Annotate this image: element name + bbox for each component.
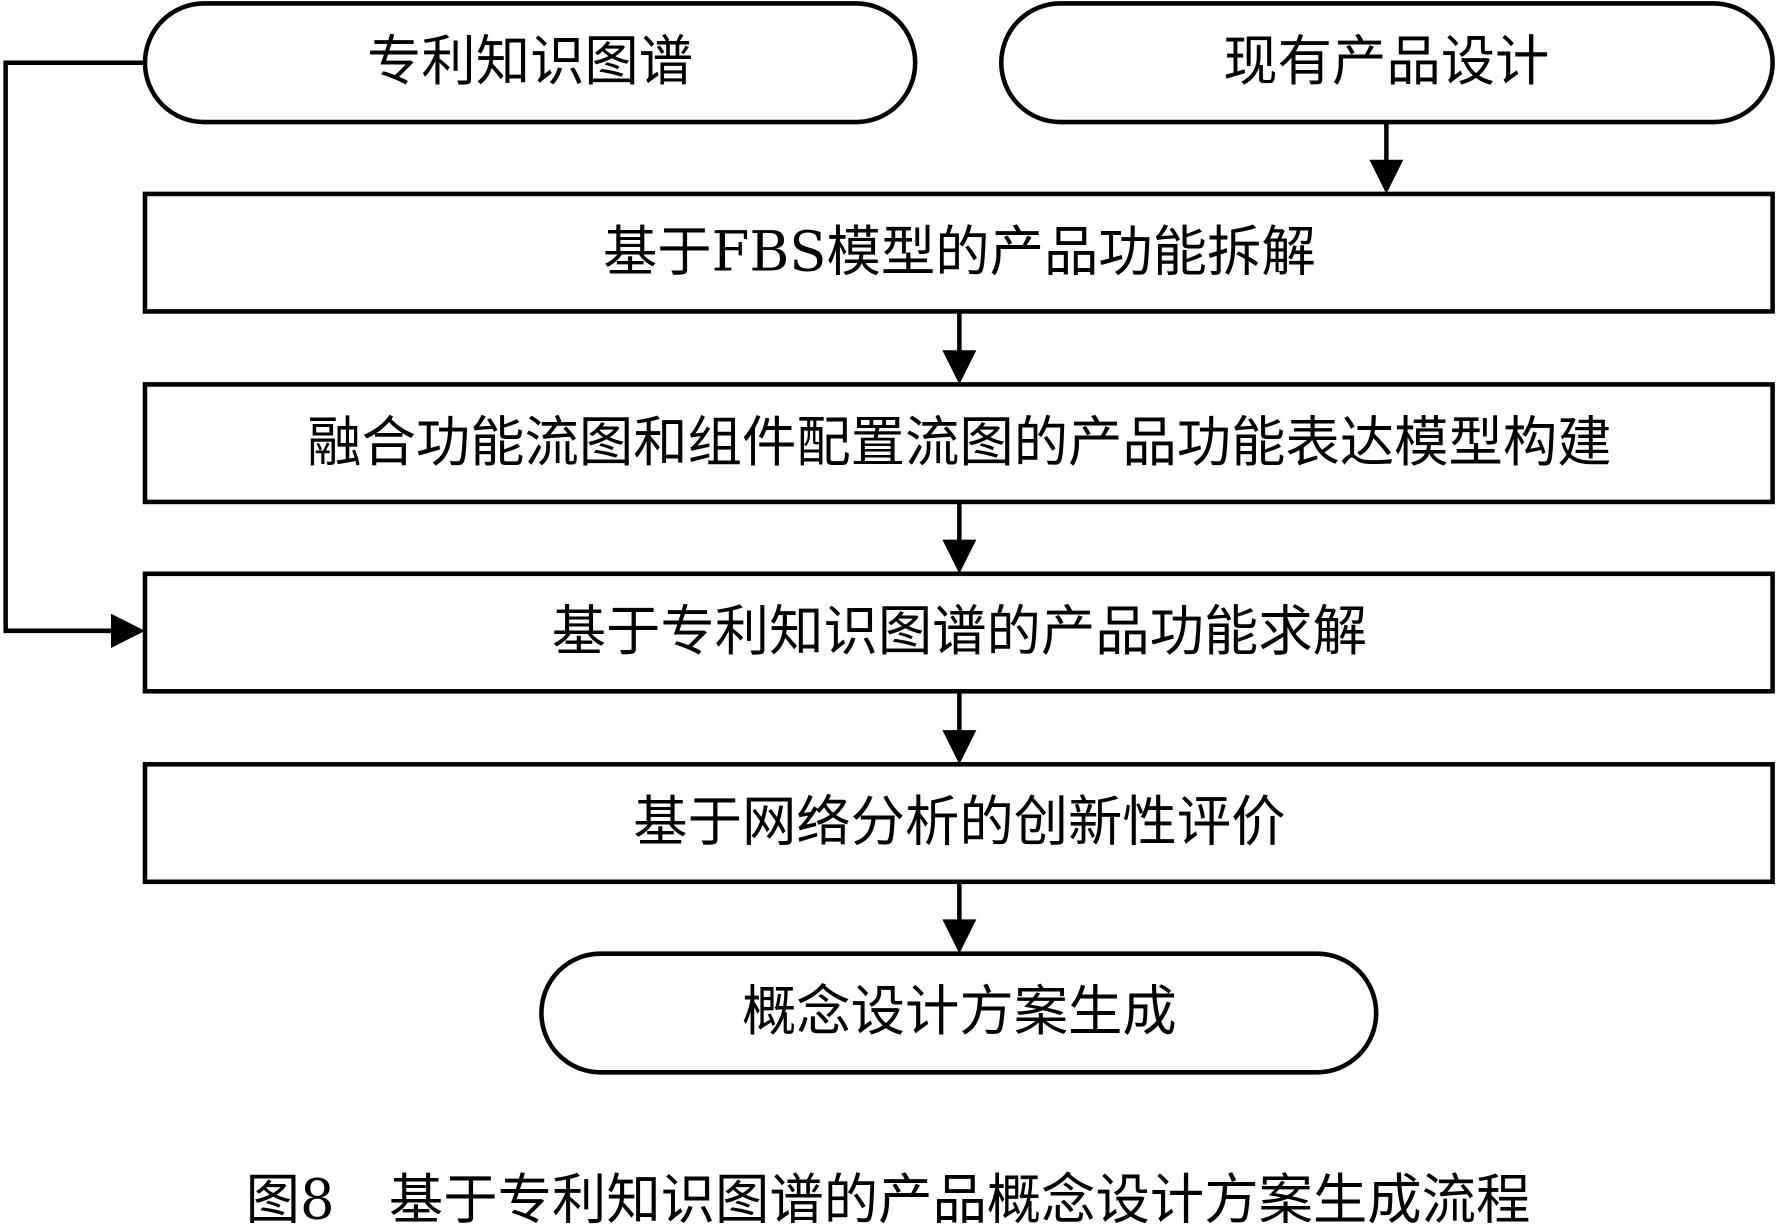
node-label: 专利知识图谱 xyxy=(367,29,693,93)
edge-fbs-to-expression xyxy=(942,311,977,385)
edge-solving-to-eval xyxy=(942,691,977,765)
node-label: 融合功能流图和组件配置流图的产品功能表达模型构建 xyxy=(307,410,1611,474)
node-concept-generation: 概念设计方案生成 xyxy=(539,951,1379,1075)
node-label: 现有产品设计 xyxy=(1223,29,1549,93)
edge-patent-kg-to-solving xyxy=(3,60,145,648)
figure-caption: 图8 基于专利知识图谱的产品概念设计方案生成流程 xyxy=(246,1167,1531,1231)
edge-eval-to-concept xyxy=(942,881,977,954)
node-label: 概念设计方案生成 xyxy=(742,979,1177,1043)
node-innovation-eval: 基于网络分析的创新性评价 xyxy=(142,762,1775,885)
node-label: 基于FBS模型的产品功能拆解 xyxy=(603,219,1316,283)
node-kg-solving: 基于专利知识图谱的产品功能求解 xyxy=(142,571,1775,694)
node-existing-design: 现有产品设计 xyxy=(999,1,1775,125)
node-label: 基于网络分析的创新性评价 xyxy=(633,790,1285,854)
node-fbs-decomposition: 基于FBS模型的产品功能拆解 xyxy=(142,191,1775,314)
edge-existing-to-fbs xyxy=(1369,122,1404,194)
node-patent-kg: 专利知识图谱 xyxy=(142,1,918,125)
edge-expression-to-solving xyxy=(942,501,977,574)
node-expression-model: 融合功能流图和组件配置流图的产品功能表达模型构建 xyxy=(142,382,1775,505)
node-label: 基于专利知识图谱的产品功能求解 xyxy=(552,599,1367,663)
